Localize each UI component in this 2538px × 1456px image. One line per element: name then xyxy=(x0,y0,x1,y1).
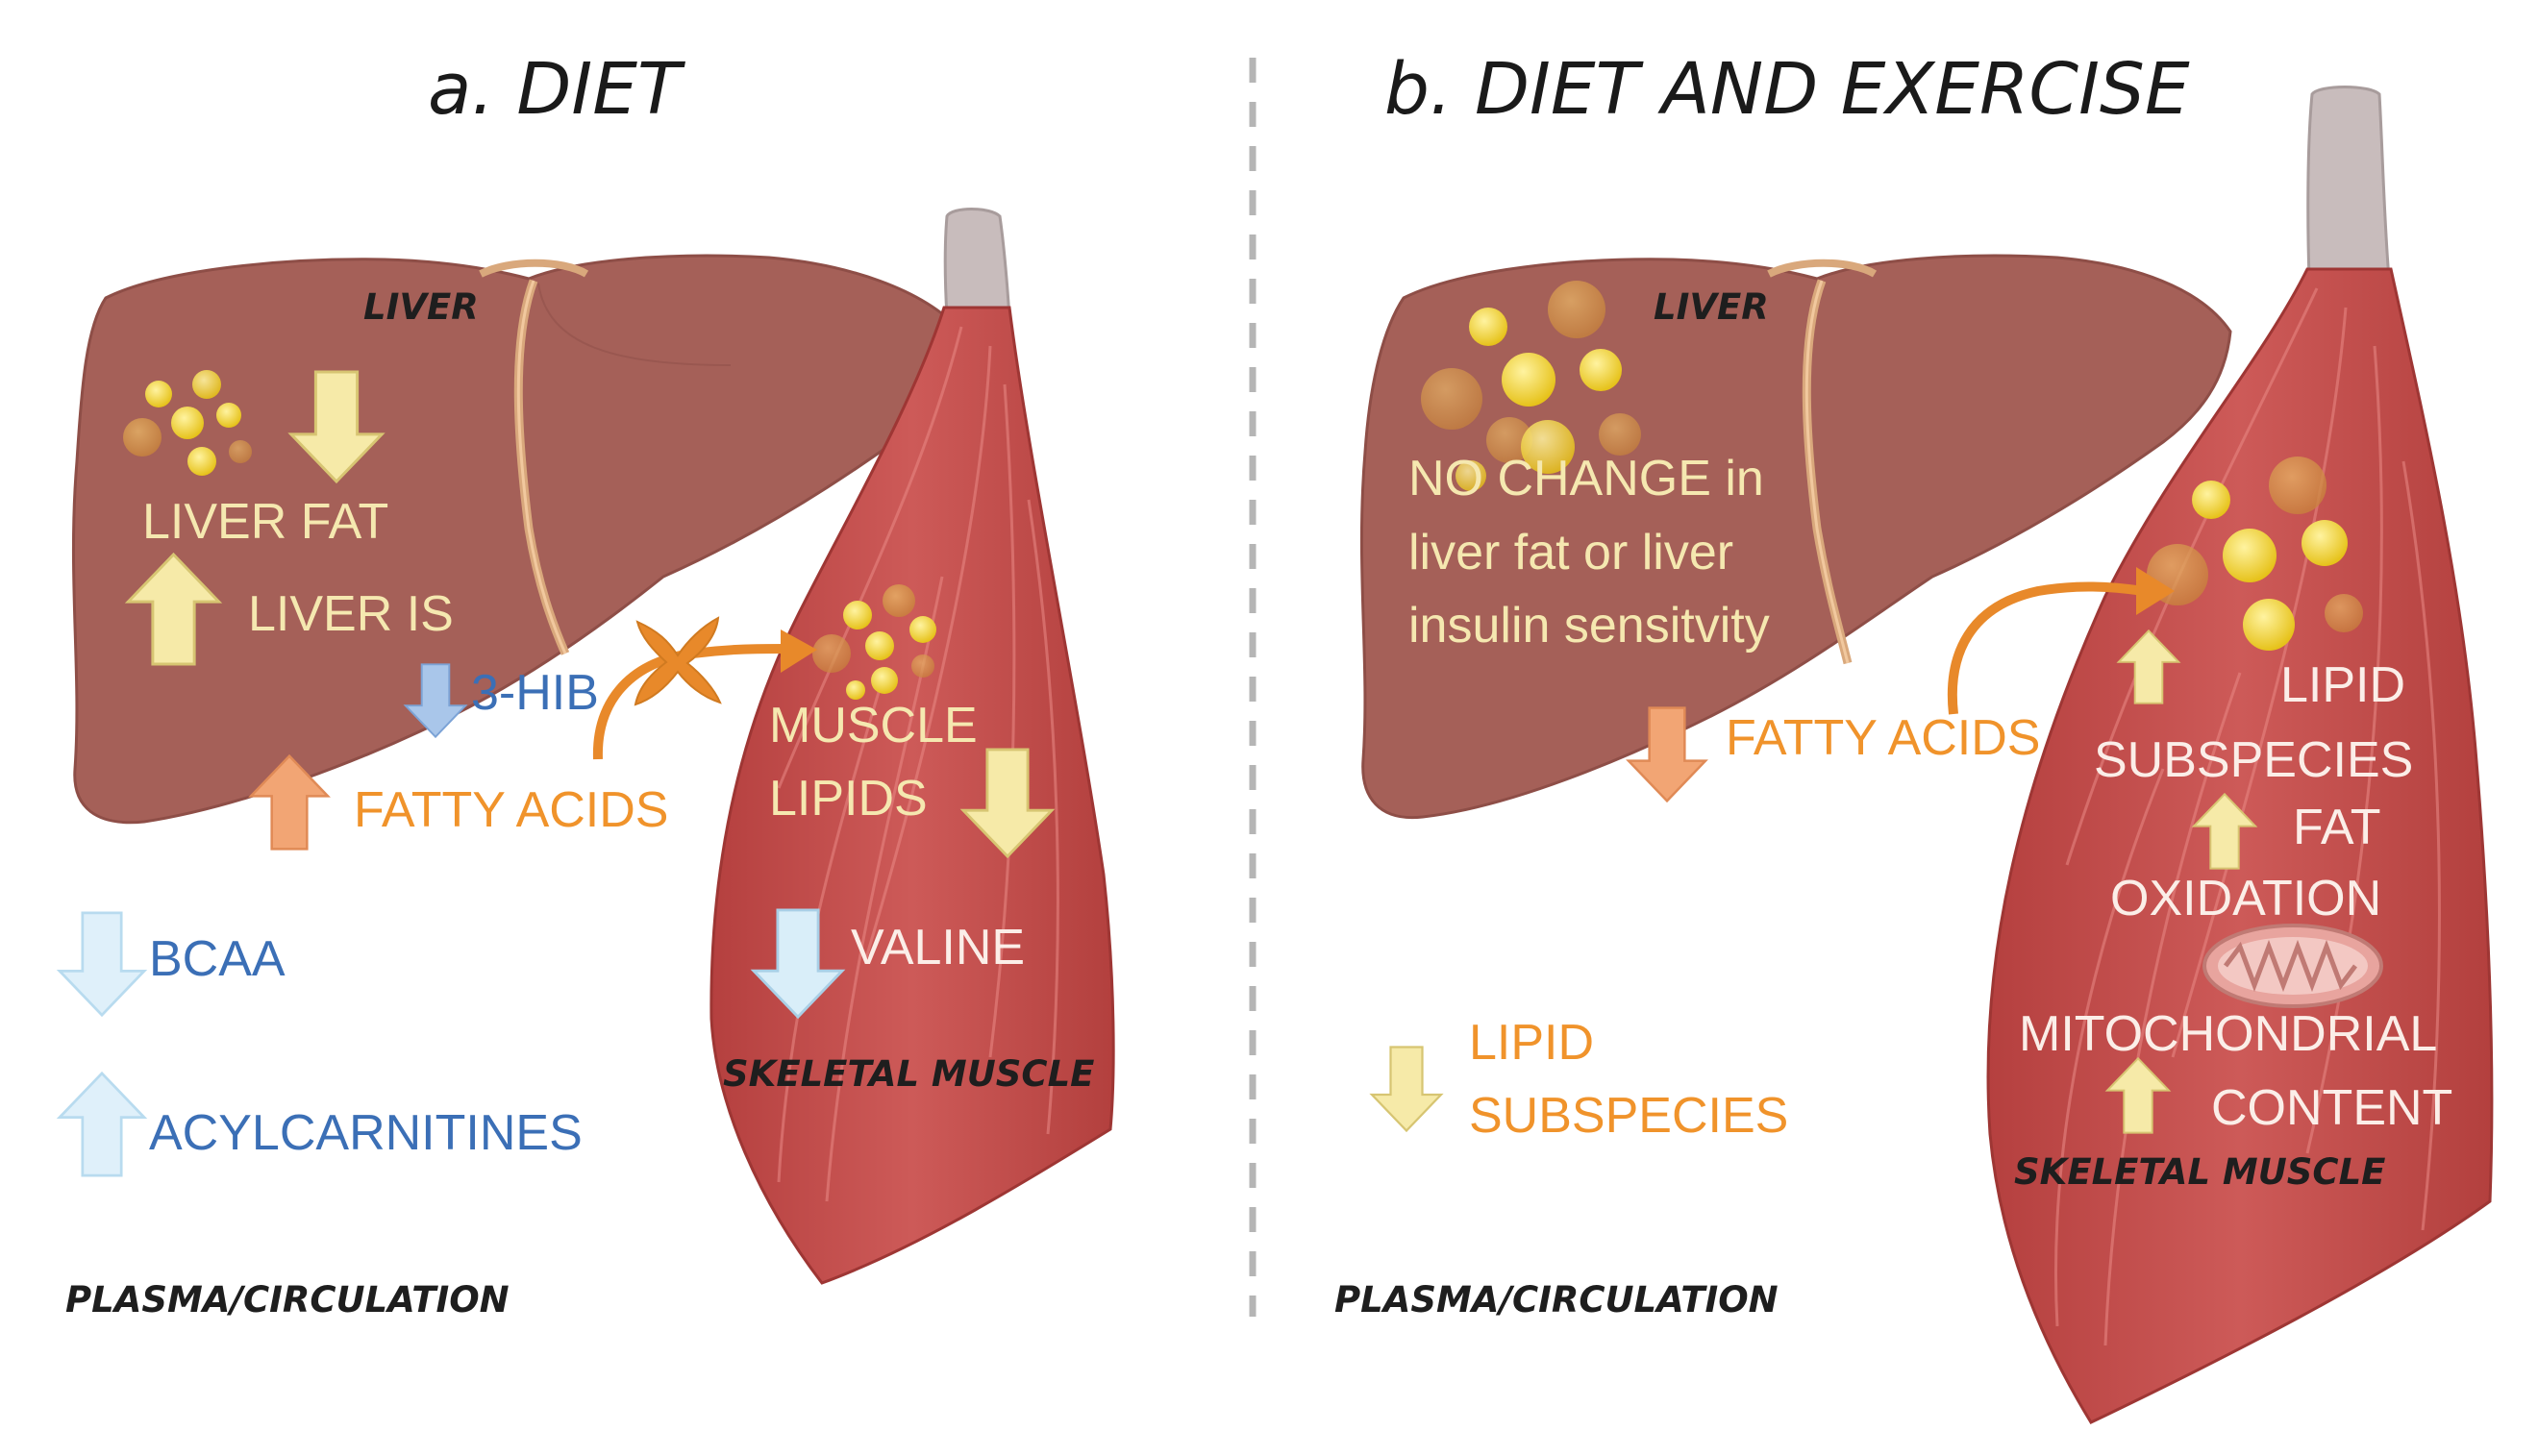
liver-a-fat-droplets xyxy=(123,370,252,476)
no-change-text-3: insulin sensitvity xyxy=(1408,598,1770,654)
liver-is-text: LIVER IS xyxy=(248,586,454,642)
fatty-acid-arrowhead-b-icon xyxy=(2136,567,2175,615)
muscle-lipids-text-2: LIPIDS xyxy=(769,771,928,827)
lipid-subspecies-text-1: LIPID xyxy=(2280,657,2405,713)
fat-oxidation-text-2: OXIDATION xyxy=(2110,871,2381,926)
skeletal-muscle-b-label: SKELETAL MUSCLE xyxy=(2014,1151,2385,1193)
arrow-down-plasma-lipid-icon xyxy=(1370,1046,1443,1132)
mitochondrial-text-1: MITOCHONDRIAL xyxy=(2019,1006,2437,1062)
muscle-a-fat-droplets xyxy=(812,584,936,700)
liver-b-label: LIVER xyxy=(1654,286,1769,328)
muscle-b-fat-droplets xyxy=(2147,457,2363,651)
skeletal-muscle-a-label: SKELETAL MUSCLE xyxy=(723,1053,1094,1095)
fatty-acids-b-text: FATTY ACIDS xyxy=(1726,710,2041,766)
bcaa-text: BCAA xyxy=(149,931,286,987)
fat-oxidation-text-1: FAT xyxy=(2293,800,2380,855)
arrow-up-acylcarnitines-icon xyxy=(58,1072,146,1177)
plasma-lipid-text-1: LIPID xyxy=(1469,1015,1594,1071)
panel-a-title: a. DIET xyxy=(428,48,686,131)
blocked-cross-icon xyxy=(634,616,722,706)
liver-b xyxy=(1359,254,2232,820)
liver-a-label: LIVER xyxy=(363,286,479,328)
plasma-lipid-text-2: SUBSPECIES xyxy=(1469,1088,1788,1144)
liver-fat-text: LIVER FAT xyxy=(142,494,388,550)
liver-b-fat-droplets xyxy=(1421,281,1641,491)
fatty-acids-a-text: FATTY ACIDS xyxy=(354,782,669,838)
muscle-lipids-text-1: MUSCLE xyxy=(769,698,978,753)
mitochondrial-text-2: CONTENT xyxy=(2211,1080,2452,1136)
panel-b: b. DIET AND EXERCISE LIVER NO CHANGE in … xyxy=(1334,48,2494,1424)
no-change-text-2: liver fat or liver xyxy=(1408,525,1733,580)
valine-text: VALINE xyxy=(851,920,1025,975)
arrow-down-bcaa-icon xyxy=(58,911,146,1017)
lipid-subspecies-text-2: SUBSPECIES xyxy=(2094,732,2413,788)
plasma-b-label: PLASMA/CIRCULATION xyxy=(1334,1279,1779,1320)
liver-a xyxy=(71,254,963,825)
3hib-text: 3-HIB xyxy=(471,665,599,721)
muscle-b xyxy=(1986,86,2494,1424)
acylcarnitines-text: ACYLCARNITINES xyxy=(149,1105,583,1161)
mitochondrion-icon xyxy=(2202,924,2383,1008)
fatty-acid-arrowhead-a-icon xyxy=(781,629,817,673)
panel-a: a. DIET LIVER LIVER FAT LIVER IS 3-HIB xyxy=(58,48,1115,1320)
no-change-text-1: NO CHANGE in xyxy=(1408,451,1764,506)
plasma-a-label: PLASMA/CIRCULATION xyxy=(65,1279,510,1320)
panel-b-title: b. DIET AND EXERCISE xyxy=(1384,48,2190,131)
fatty-acid-flux-arrow-b xyxy=(1947,581,2145,715)
